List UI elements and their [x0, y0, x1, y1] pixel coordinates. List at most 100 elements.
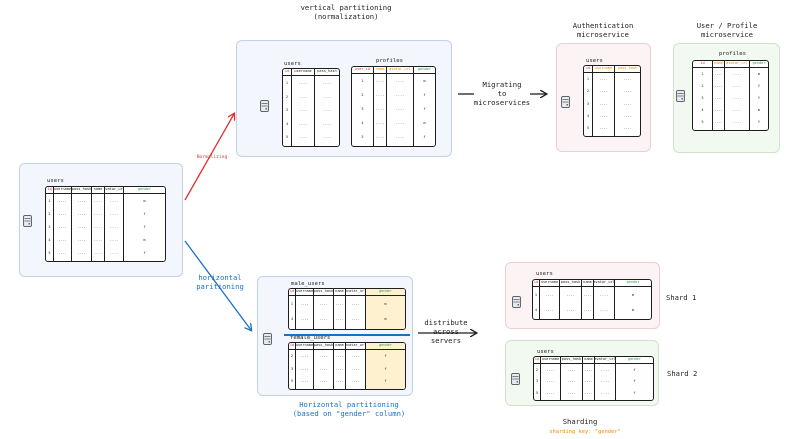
table-name: users	[284, 61, 301, 67]
table-cell: f	[633, 379, 636, 384]
table-cell: ....	[93, 198, 103, 203]
table-column: username....................	[292, 69, 315, 146]
table-cell: f	[757, 84, 761, 89]
column-header: name	[583, 357, 594, 364]
table-cell: ....	[298, 135, 308, 140]
table-cell: 3	[361, 107, 364, 112]
table-cell: 1	[701, 72, 704, 77]
table-cell: 5	[361, 135, 364, 140]
column-header: avatar_url	[346, 343, 365, 350]
table-cell: ....	[600, 379, 610, 384]
table-cell: ....	[567, 379, 576, 384]
column-header: id	[534, 357, 540, 364]
table-cell: ....	[623, 126, 632, 131]
table-cell: 2	[586, 89, 590, 94]
table-cell: ....	[599, 126, 608, 131]
table-cell: m	[384, 317, 387, 322]
table-cell: ....	[322, 108, 332, 113]
table-cell: ....	[298, 108, 308, 113]
table-column: avatar_url............	[595, 357, 616, 400]
table-cell: ....	[109, 198, 119, 203]
table-cell: ....	[714, 72, 723, 77]
table-column: avatar_url....................	[105, 187, 124, 261]
distribute-label: distribute across servers	[424, 318, 468, 345]
column-header: avatar_url	[725, 61, 749, 68]
table-column: pass_hash....................	[315, 69, 339, 146]
column-header: id	[584, 66, 592, 73]
table-cell: 4	[534, 307, 538, 312]
table-cell: 5	[535, 390, 539, 395]
table-cell: ....	[545, 292, 554, 297]
table-cell: ....	[351, 317, 360, 322]
shard2-label: Shard 2	[667, 369, 698, 378]
column-header: id	[693, 61, 712, 68]
table-cell: ....	[300, 354, 309, 359]
table-cell: f	[757, 120, 761, 125]
table-cell: 4	[701, 108, 704, 113]
table-cell: ....	[395, 79, 405, 84]
table-cell: m	[143, 198, 146, 203]
table-cell: ....	[109, 237, 119, 242]
table-cell: 2	[361, 93, 364, 98]
column-header: gender	[366, 343, 405, 350]
table-cell: ....	[600, 367, 610, 372]
table-cell: ....	[77, 198, 86, 203]
table-column: name........	[334, 289, 346, 329]
table-name: male_users	[291, 281, 325, 287]
table-name: users	[47, 178, 64, 184]
table-cell: ....	[319, 366, 328, 371]
table-cell: ....	[298, 94, 308, 99]
table-cell: ....	[93, 237, 103, 242]
table-cell: ....	[300, 317, 309, 322]
column-header: avatar_url	[594, 280, 614, 287]
table-cell: ....	[319, 379, 328, 384]
table-cell: 1	[534, 292, 538, 297]
table-cell: ....	[322, 81, 332, 85]
table-cell: ....	[351, 354, 360, 359]
column-header: gender	[750, 61, 768, 68]
column-header: name	[374, 67, 386, 74]
table-cell: ....	[599, 101, 608, 106]
table-cell: m	[631, 307, 635, 312]
table-cell: f	[143, 250, 146, 255]
table-cell: ....	[335, 366, 344, 371]
horizontal-partitioning-caption: Horizontal partitioning (based on "gende…	[292, 400, 406, 418]
table-cell: ....	[623, 77, 632, 82]
column-header: pass_hash	[560, 280, 581, 287]
column-header: id	[289, 343, 295, 350]
column-header: pass_hash	[315, 69, 339, 76]
table-column: pass_hash............	[314, 343, 334, 389]
table-cell: ....	[77, 211, 86, 216]
partition-divider	[284, 334, 410, 336]
table-cell: ....	[599, 89, 608, 94]
table-cell: ....	[375, 135, 385, 140]
table-cell: ....	[77, 237, 86, 242]
table-cell: 3	[48, 224, 51, 229]
table-cell: ....	[58, 224, 67, 229]
column-header: id	[46, 187, 53, 194]
table-cell: ....	[93, 211, 103, 216]
table-cell: 5	[285, 135, 289, 140]
table-cell: ....	[335, 354, 344, 359]
table-cell: ....	[395, 135, 405, 140]
database-server-icon	[263, 333, 272, 345]
sharding-key-label: sharding key: "gender"	[549, 429, 621, 435]
table-cell: ....	[623, 101, 632, 106]
column-header: name	[334, 343, 345, 350]
table-cell: ....	[300, 301, 309, 306]
table-cell: 1	[290, 301, 294, 306]
table-cell: m	[757, 72, 761, 77]
table-cell: 5	[290, 379, 294, 384]
table-cell: f	[143, 224, 146, 229]
table-column: username....................	[54, 187, 72, 261]
table-cell: ....	[300, 379, 309, 384]
table-column: pass_hash............	[561, 357, 583, 400]
